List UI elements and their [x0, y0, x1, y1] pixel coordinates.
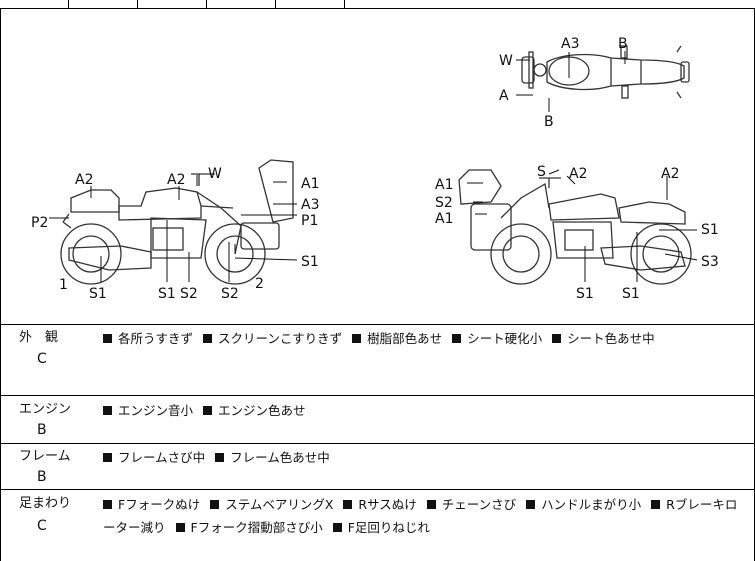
- label-right-s2: S2: [435, 195, 453, 211]
- bullet-square-icon: [332, 523, 342, 532]
- row-category: フレーム: [19, 449, 71, 464]
- row-item: Rサスぬけ: [358, 497, 417, 512]
- bullet-square-icon: [526, 500, 536, 509]
- label-right-s1-right: S1: [701, 222, 719, 238]
- label-right-a2-tank: A2: [569, 166, 587, 182]
- row-grade: C: [37, 351, 47, 367]
- label-right-a1-top: A1: [435, 177, 453, 193]
- row-item: シート色あせ中: [567, 331, 655, 346]
- row-item: F足回りねじれ: [347, 520, 430, 535]
- row-item: ステムベアリングX: [225, 497, 334, 512]
- row-item: 各所うすきず: [118, 331, 194, 346]
- label-left-s2-a: S2: [180, 286, 198, 302]
- bullet-square-icon: [215, 453, 225, 462]
- header-cell: [0, 0, 69, 8]
- label-left-2: 2: [255, 276, 264, 292]
- label-right-s: S: [537, 164, 546, 180]
- label-left-a1: A1: [301, 176, 319, 192]
- bullet-square-icon: [552, 334, 562, 343]
- label-left-a3: A3: [301, 197, 319, 213]
- row-grade: B: [37, 469, 47, 485]
- bullet-square-icon: [103, 334, 112, 343]
- label-left-1: 1: [59, 277, 68, 293]
- label-left-s2-b: S2: [221, 286, 239, 302]
- label-right-s3: S3: [701, 254, 719, 270]
- condition-row-suspension: 足まわり C Fフォークぬけ ステムベアリングX Rサスぬけ チェーンさび ハン…: [0, 490, 755, 561]
- header-cell: [207, 0, 276, 8]
- label-left-w: W: [208, 166, 222, 182]
- bullet-square-icon: [426, 500, 436, 509]
- top-view-motorcycle: [521, 45, 690, 99]
- header-row-fragment: [0, 0, 755, 9]
- row-items: Fフォークぬけ ステムベアリングX Rサスぬけ チェーンさび ハンドルまがり小 …: [103, 493, 740, 539]
- header-cell: [69, 0, 138, 8]
- row-item: チェーンさび: [441, 497, 517, 512]
- row-item: シート硬化小: [467, 331, 543, 346]
- bullet-square-icon: [452, 334, 462, 343]
- row-items: エンジン音小 エンジン色あせ: [103, 399, 740, 422]
- row-item: スクリーンこすりきず: [218, 331, 343, 346]
- row-category: 足まわり: [19, 496, 72, 511]
- bullet-square-icon: [352, 334, 362, 343]
- label-right-a2-rear: A2: [661, 166, 679, 182]
- label-left-s1-right: S1: [301, 254, 319, 270]
- row-item: Rブレーキローター減り: [103, 497, 738, 535]
- bullet-square-icon: [103, 453, 112, 462]
- header-cell: [276, 0, 345, 8]
- label-left-p1: P1: [301, 213, 318, 229]
- label-top-b2: B: [544, 114, 554, 130]
- row-grade: C: [37, 518, 47, 534]
- label-left-p2: P2: [31, 215, 48, 231]
- row-item: ハンドルまがり小: [541, 497, 642, 512]
- row-grade: B: [37, 422, 47, 438]
- condition-row-engine: エンジン B エンジン音小 エンジン色あせ: [0, 396, 755, 444]
- condition-row-frame: フレーム B フレームさび中 フレーム色あせ中: [0, 444, 755, 490]
- label-left-a2-rear: A2: [75, 172, 93, 188]
- row-item: Fフォーク摺動部さび小: [190, 520, 323, 535]
- header-cell: [138, 0, 207, 8]
- row-item: 樹脂部色あせ: [367, 331, 443, 346]
- bullet-square-icon: [203, 334, 212, 343]
- row-category: 外 観: [19, 330, 59, 345]
- label-left-a2-tank: A2: [167, 172, 185, 188]
- label-right-s1-b: S1: [622, 286, 640, 302]
- label-top-a3: A3: [561, 36, 579, 52]
- label-top-b: B: [618, 36, 628, 52]
- label-right-s1-a: S1: [576, 286, 594, 302]
- row-item: フレームさび中: [118, 450, 206, 465]
- bullet-square-icon: [651, 500, 661, 509]
- row-items: 各所うすきず スクリーンこすりきず 樹脂部色あせ シート硬化小 シート色あせ中: [103, 327, 740, 350]
- label-left-s1-a: S1: [89, 286, 107, 302]
- motorcycle-diagram-svg: A3 B W A B A2 A2 W A1 A3 P2 P1 S1 1 S1 S…: [31, 36, 719, 302]
- row-item: Fフォークぬけ: [118, 497, 201, 512]
- motorcycle-damage-diagram: A3 B W A B A2 A2 W A1 A3 P2 P1 S1 1 S1 S…: [0, 8, 755, 325]
- bullet-square-icon: [103, 406, 112, 415]
- row-item: フレーム色あせ中: [230, 450, 330, 465]
- label-right-a1-low: A1: [435, 211, 453, 227]
- label-top-a: A: [499, 88, 509, 104]
- bullet-square-icon: [203, 406, 212, 415]
- row-item: エンジン色あせ: [218, 403, 306, 418]
- bullet-square-icon: [210, 500, 220, 509]
- row-item: エンジン音小: [118, 403, 194, 418]
- label-left-s1-b: S1: [158, 286, 176, 302]
- bullet-square-icon: [343, 500, 353, 509]
- condition-row-exterior: 外 観 C 各所うすきず スクリーンこすりきず 樹脂部色あせ シート硬化小 シー…: [0, 325, 755, 396]
- bullet-square-icon: [103, 500, 112, 509]
- row-category: エンジン: [19, 402, 72, 417]
- label-top-w: W: [499, 53, 513, 69]
- bullet-square-icon: [175, 523, 185, 532]
- right-side-motorcycle: [458, 169, 692, 285]
- row-items: フレームさび中 フレーム色あせ中: [103, 446, 740, 469]
